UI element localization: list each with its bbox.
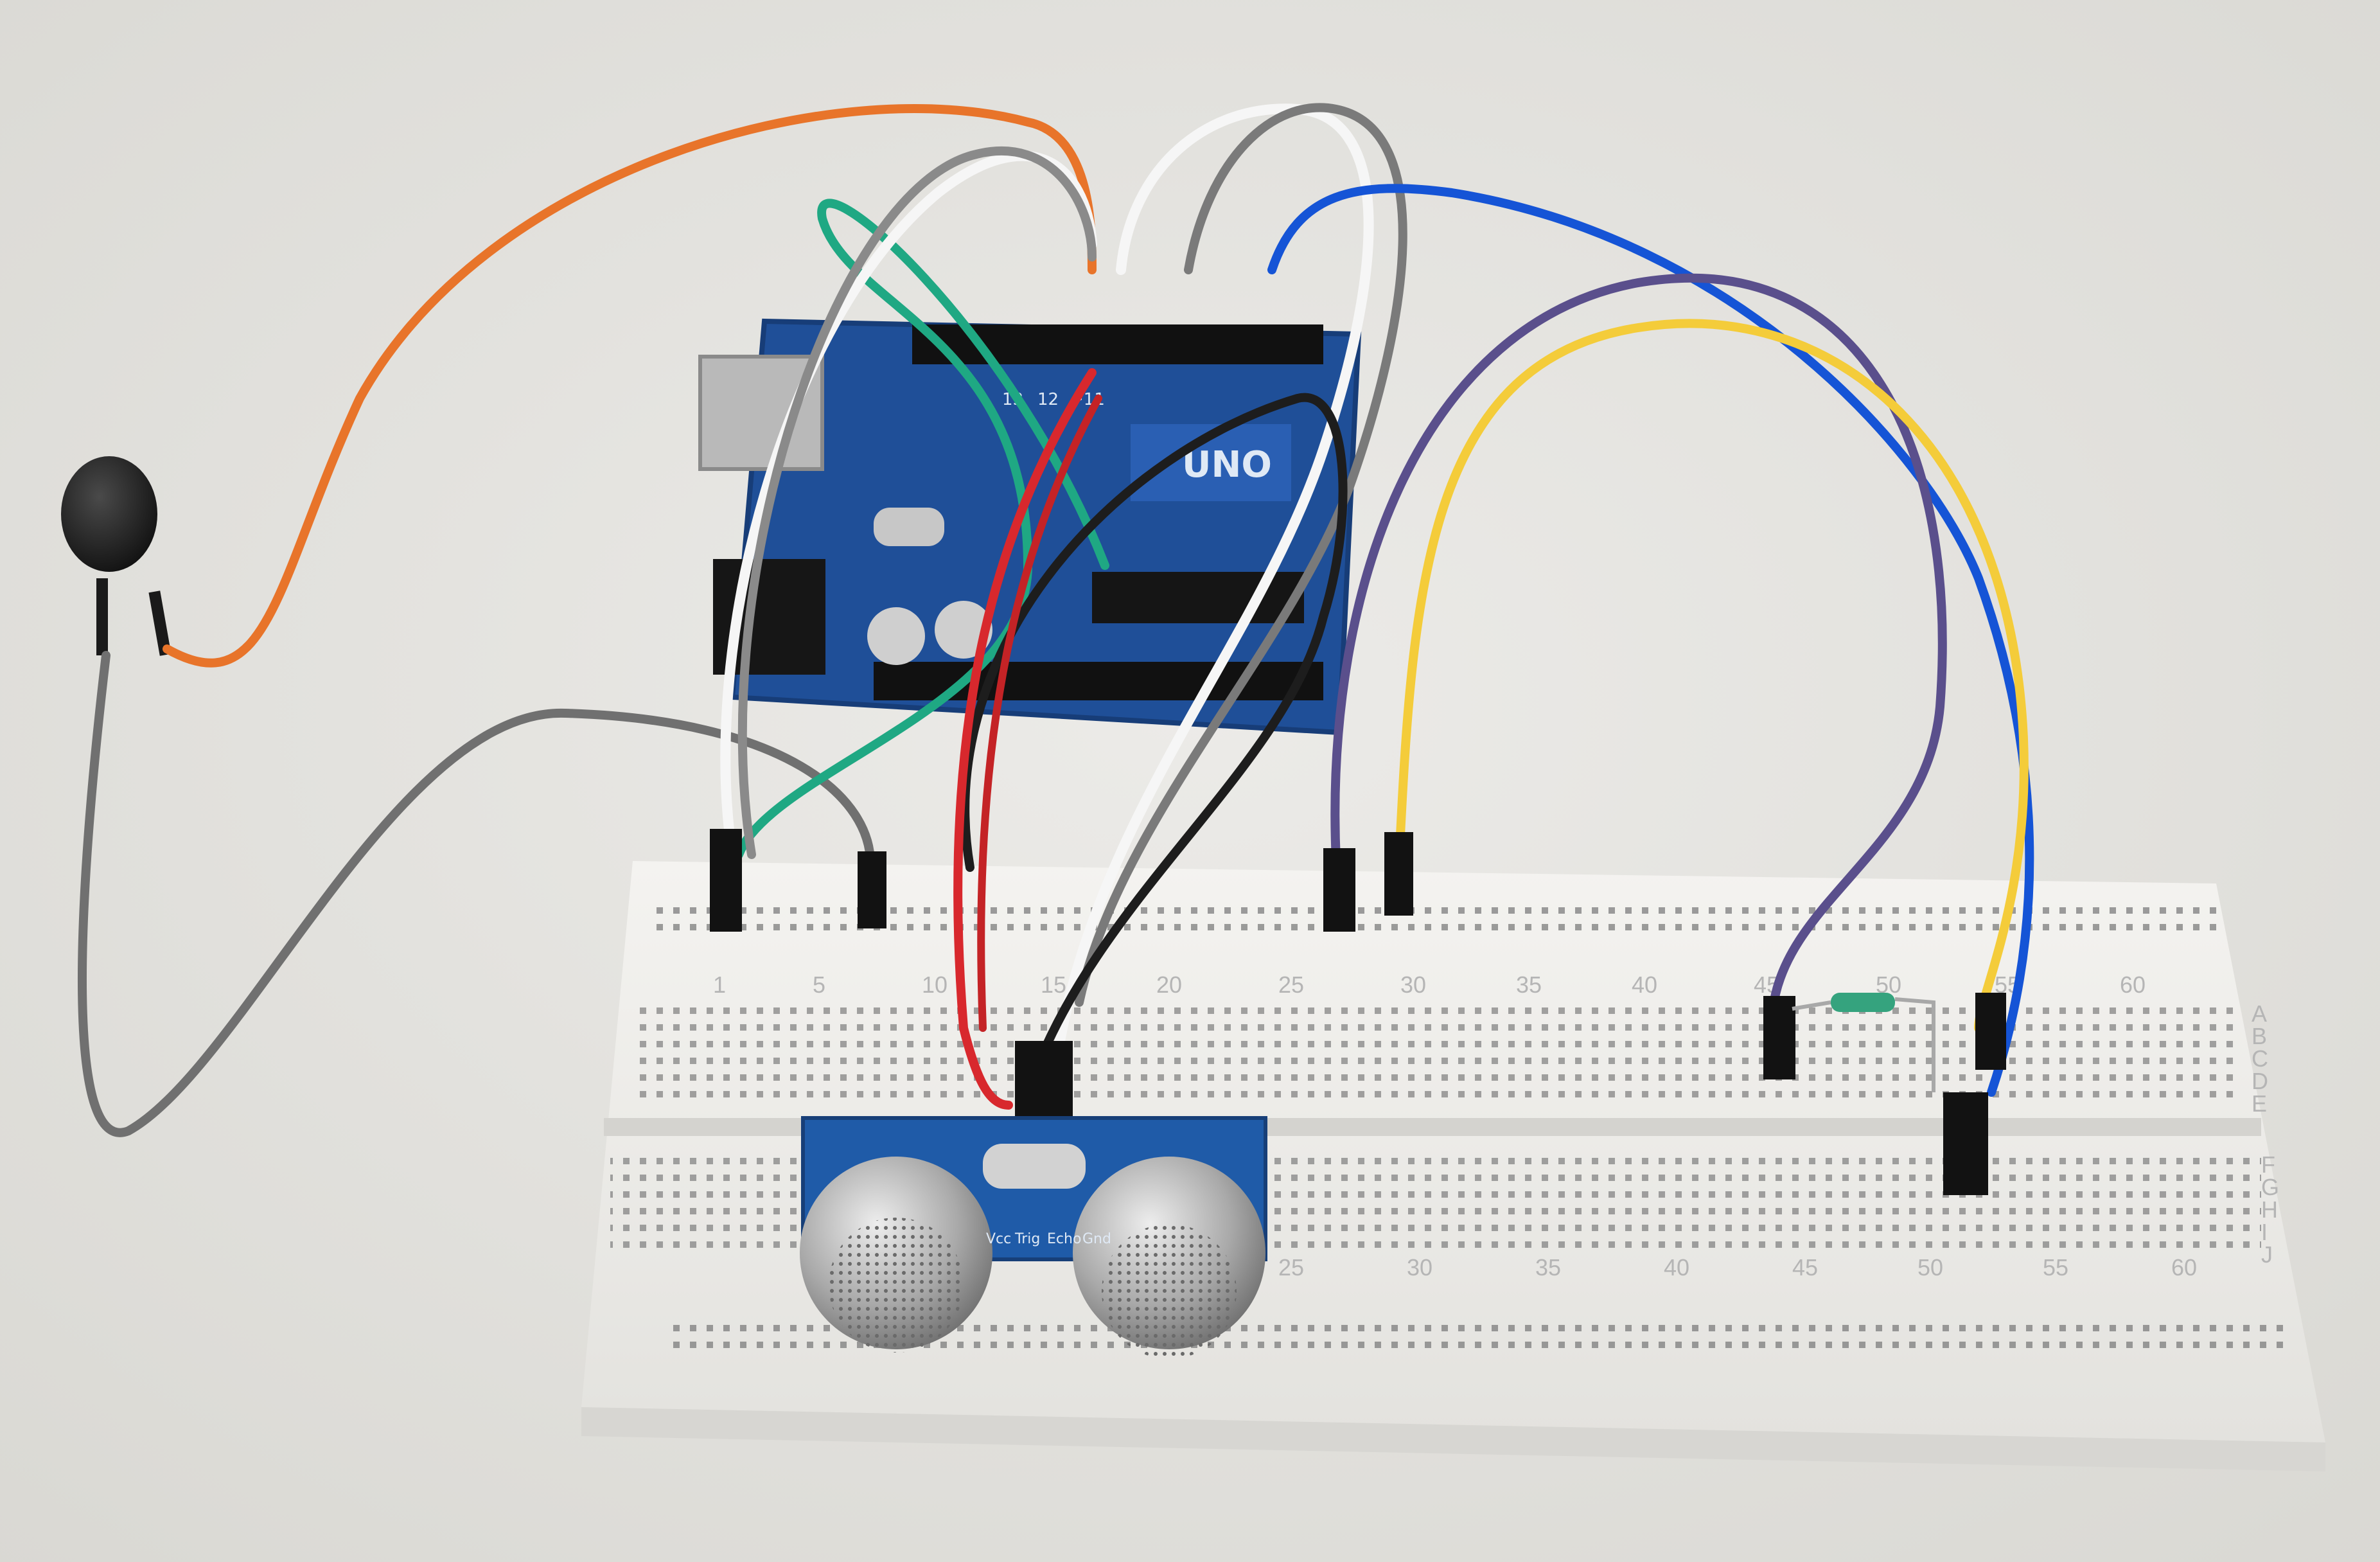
resistor (1792, 993, 1935, 1092)
buzzer (61, 456, 172, 656)
row-letter: B (2252, 1023, 2267, 1049)
column-number: 60 (2171, 1254, 2197, 1281)
column-number: 5 (813, 972, 825, 998)
wire-orange (163, 104, 1097, 668)
column-number: 60 (2120, 972, 2146, 998)
wire-red (953, 368, 1097, 1110)
sensor-pin-echo: Echo (1047, 1231, 1081, 1247)
ultrasonic-sensor: Vcc Trig Echo Gnd (800, 1116, 1267, 1359)
row-letter: E (2252, 1090, 2267, 1117)
capacitor (867, 607, 925, 665)
buzzer-body (61, 456, 157, 572)
usb-port (698, 355, 824, 471)
wire-purple (1330, 273, 1947, 1013)
sensor-pin-vcc: Vcc (986, 1231, 1011, 1247)
sensor-pin-trig: Trig (1014, 1231, 1040, 1247)
column-number: 25 (1278, 972, 1304, 998)
wire-red-2 (977, 395, 1102, 1032)
row-letter: J (2261, 1241, 2273, 1268)
column-number: 40 (1632, 972, 1657, 998)
row-letter: I (2261, 1219, 2268, 1245)
crystal (874, 508, 944, 546)
pin-label-12: 12 (1037, 390, 1059, 409)
column-number: 1 (713, 972, 726, 998)
jumper-headers (710, 829, 2006, 1195)
column-number: 45 (1792, 1254, 1818, 1281)
board-logo: UNO (1182, 444, 1272, 486)
wire-yellow (1396, 319, 2029, 1033)
column-number: 50 (1917, 1254, 1943, 1281)
row-letter: A (2252, 1000, 2267, 1027)
column-number: 30 (1407, 1254, 1432, 1281)
wire-white-left (720, 150, 1097, 860)
row-letter: G (2261, 1174, 2279, 1200)
row-letter: C (2252, 1045, 2268, 1072)
column-number: 20 (1156, 972, 1182, 998)
power-rail-top (649, 903, 2216, 938)
column-number: 15 (1041, 972, 1066, 998)
row-letter: F (2261, 1151, 2275, 1178)
column-number: 40 (1664, 1254, 1689, 1281)
row-letter: D (2252, 1068, 2268, 1094)
column-number: 35 (1535, 1254, 1561, 1281)
column-number: 35 (1516, 972, 1542, 998)
column-number: 10 (922, 972, 948, 998)
column-number: 30 (1400, 972, 1426, 998)
wire-white-top (1055, 103, 1374, 1046)
wire-gray-left (737, 146, 1097, 859)
wires (77, 103, 2034, 1137)
wire-blue (1267, 184, 2034, 1097)
sensor-crystal (983, 1144, 1086, 1189)
wire-green (734, 199, 1109, 859)
row-letter: H (2261, 1196, 2278, 1223)
wire-black (960, 393, 1348, 1097)
terminal-strip-top (633, 999, 2239, 1099)
column-number: 25 (1278, 1254, 1304, 1281)
sensor-pin-gnd: Gnd (1082, 1231, 1111, 1247)
wire-gray-buzzer (77, 651, 876, 1137)
column-number: 55 (2043, 1254, 2068, 1281)
wire-gray-top (1075, 103, 1407, 1007)
